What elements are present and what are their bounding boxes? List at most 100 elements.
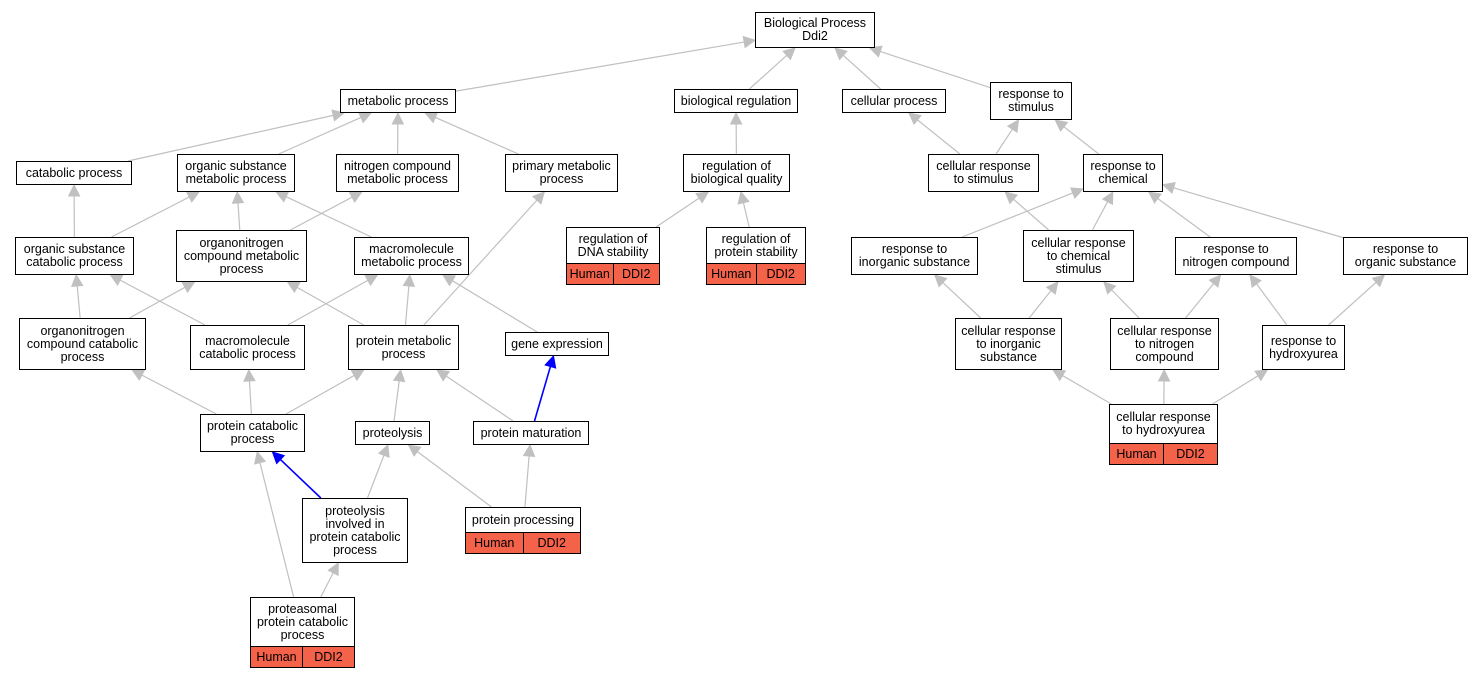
node-label: regulation of protein stability (714, 231, 798, 259)
node-orgnitromet[interactable]: organonitrogen compound metabolic proces… (176, 230, 307, 282)
node-label: response to hydroxyurea (1269, 333, 1338, 361)
node-label: catabolic process (25, 165, 123, 180)
edge-regdna-to-regbioqual (655, 197, 700, 228)
arrowhead (1161, 181, 1176, 195)
arrowhead (109, 274, 124, 286)
node-proteolysis[interactable]: proteolysis (355, 421, 430, 445)
arrowhead (908, 112, 922, 126)
edge-protmet-to-primmet (423, 199, 538, 326)
edge-primmet-to-metabolic (435, 116, 519, 155)
edge-cellresphydroxy-to-cellrespinorg (1062, 375, 1112, 405)
edge-geneexp-to-macromet (452, 280, 538, 333)
node-primmet[interactable]: primary metabolic process (505, 154, 618, 192)
node-label: macromolecule metabolic process (361, 242, 462, 269)
node-label: response to nitrogen compound (1182, 242, 1290, 269)
node-label: cellular response to nitrogen compound (1117, 323, 1212, 364)
arrowhead (275, 191, 290, 203)
edge-protcat-to-protmet (285, 374, 355, 415)
edge-resphydroxy-to-resporg (1328, 281, 1377, 326)
node-catabolic[interactable]: catabolic process (16, 161, 132, 185)
node-protmat[interactable]: protein maturation (473, 421, 589, 445)
arrowhead (377, 443, 390, 458)
node-respchem[interactable]: response to chemical (1083, 154, 1163, 192)
edge-cellresphydroxy-to-resphydroxy (1212, 375, 1259, 405)
node-label: biological regulation (680, 93, 792, 108)
arrowhead (424, 111, 439, 124)
node-resporg[interactable]: response to organic substance (1343, 237, 1468, 275)
arrowhead (327, 562, 339, 577)
node-orgnitrocat[interactable]: organonitrogen compound catabolic proces… (19, 318, 146, 370)
arrowhead (253, 450, 267, 465)
node-orgsubcat[interactable]: organic substance catabolic process (15, 237, 134, 275)
node-bioreg[interactable]: biological regulation (674, 89, 798, 113)
edge-resphydroxy-to-respnitro (1256, 283, 1288, 326)
node-orgsubmet[interactable]: organic substance metabolic process (177, 154, 295, 192)
node-label: response to inorganic substance (858, 242, 971, 269)
arrowhead (544, 354, 557, 369)
node-macromet[interactable]: macromolecule metabolic process (354, 237, 469, 275)
edge-proteocat-to-proteolysis (366, 455, 385, 499)
node-label: nitrogen compound metabolic process (343, 159, 452, 186)
arrowhead (286, 281, 301, 294)
gene-tag: DDI2 (522, 533, 580, 553)
node-label: proteasomal protein catabolic process (256, 601, 349, 642)
node-regbioqual[interactable]: regulation of biological quality (683, 154, 790, 192)
node-label: organic substance metabolic process (185, 159, 287, 186)
node-proteocat[interactable]: proteolysis involved in protein cataboli… (302, 498, 408, 563)
node-label: cellular response to stimulus (936, 159, 1031, 186)
arrowhead (67, 183, 81, 197)
edge-cellrespinorg-to-respinorg (942, 282, 982, 319)
gene-tag: DDI2 (1163, 444, 1217, 464)
node-cellrespstim[interactable]: cellular response to stimulus (928, 154, 1039, 192)
node-label: Biological Process Ddi2 (763, 16, 867, 43)
arrowhead (364, 274, 379, 287)
node-respstim[interactable]: response to stimulus (990, 82, 1072, 120)
node-label: macromolecule catabolic process (199, 333, 296, 361)
node-label: protein maturation (480, 425, 582, 440)
gene-tag: DDI2 (755, 264, 805, 284)
edge-cellrespinorg-to-cellrespchem (1028, 290, 1052, 319)
edge-orgsubmet-to-metabolic (278, 116, 362, 155)
node-respnitro[interactable]: response to nitrogen compound (1175, 237, 1297, 275)
arrowhead (834, 47, 848, 61)
edge-protmat-to-protmet (445, 375, 514, 422)
node-macrocat[interactable]: macromolecule catabolic process (190, 325, 305, 370)
edge-cellrespchem-to-respchem (1091, 201, 1109, 231)
edge-catabolic-to-metabolic (127, 114, 334, 162)
arrowhead (441, 274, 457, 287)
arrowhead (1052, 369, 1067, 382)
node-nitromet[interactable]: nitrogen compound metabolic process (336, 154, 459, 192)
node-label: cellular response to hydroxyurea (1116, 410, 1211, 437)
arrowhead (1157, 368, 1171, 382)
edge-cellrespstim-to-respstim (995, 128, 1013, 155)
node-cellrespnitro[interactable]: cellular response to nitrogen compound (1110, 318, 1219, 370)
species-tag: Human (251, 647, 302, 667)
edge-protmet-to-orgnitromet (296, 286, 364, 326)
edge-protproc-to-protmat (524, 455, 530, 508)
node-cellrespinorg[interactable]: cellular response to inorganic substance (955, 318, 1062, 370)
species-tag: Human (1110, 444, 1163, 464)
node-protcat[interactable]: protein catabolic process (200, 414, 305, 452)
edge-protmat-to-geneexp (533, 366, 552, 422)
node-cellrespchem[interactable]: cellular response to chemical stimulus (1023, 230, 1134, 282)
node-respinorg[interactable]: response to inorganic substance (851, 237, 978, 275)
node-cellproc[interactable]: cellular process (842, 89, 946, 113)
node-metabolic[interactable]: metabolic process (340, 89, 456, 113)
arrowhead (1249, 274, 1262, 288)
gene-tag: DDI2 (302, 647, 354, 667)
node-resphydroxy[interactable]: response to hydroxyurea (1262, 325, 1345, 370)
edge-macrocat-to-orgsubcat (119, 279, 206, 326)
node-geneexp[interactable]: gene expression (505, 332, 609, 356)
gene-tag: DDI2 (612, 264, 659, 284)
edge-protcat-to-macrocat (248, 380, 252, 415)
node-protmet[interactable]: protein metabolic process (348, 325, 459, 370)
node-root[interactable]: Biological Process Ddi2 (755, 12, 875, 48)
arrowhead (1103, 281, 1117, 295)
arrowhead (1101, 191, 1114, 206)
